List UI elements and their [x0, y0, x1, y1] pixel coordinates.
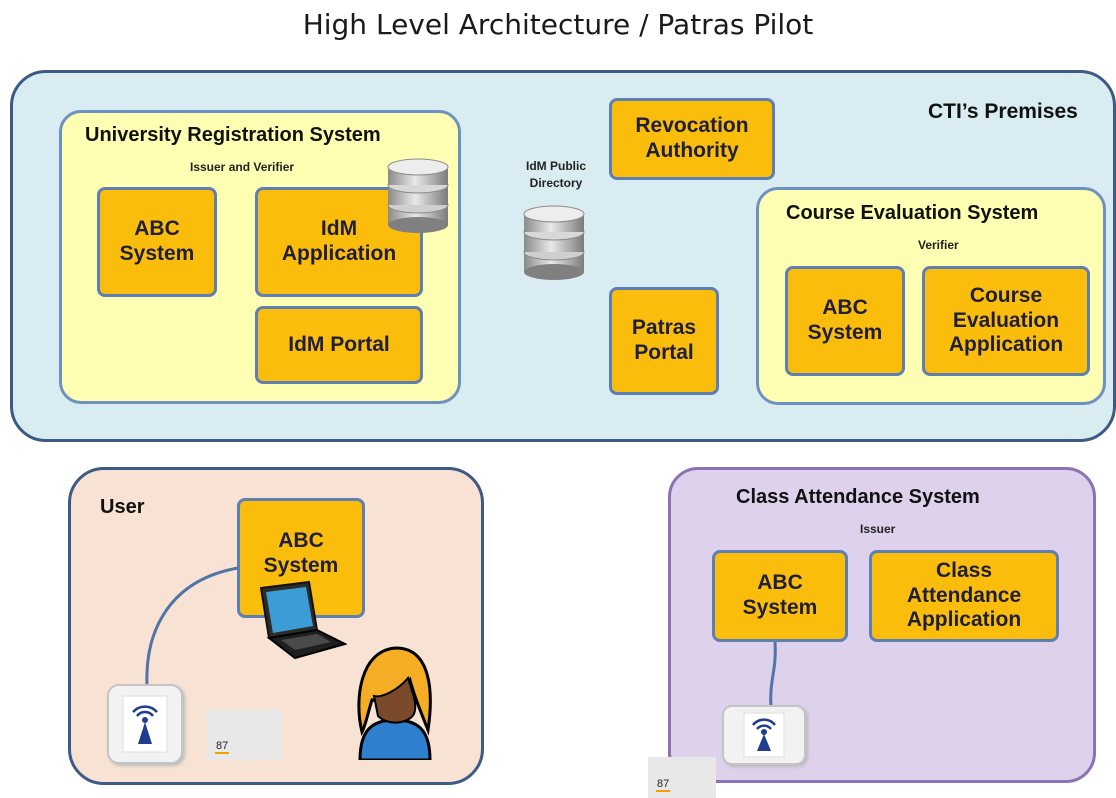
page-badge: 87 [648, 757, 716, 798]
course-abc-system: ABC System [785, 266, 905, 376]
idm-public-directory-label: IdM Public Directory [526, 159, 586, 191]
patras-portal: Patras Portal [609, 287, 719, 395]
user-abc-system: ABC System [237, 498, 365, 618]
idm-portal: IdM Portal [255, 306, 423, 384]
revocation-authority: Revocation Authority [609, 98, 775, 180]
class-attendance-title: Class Attendance System [736, 486, 980, 508]
class-attendance-application: Class Attendance Application [869, 550, 1059, 642]
class-attendance-subtitle: Issuer [860, 522, 896, 536]
university-registration-title: University Registration System [85, 124, 381, 146]
idm-application: IdM Application [255, 187, 423, 297]
course-evaluation-title: Course Evaluation System [786, 202, 1039, 224]
antenna-icon [122, 695, 168, 753]
page-number: 87 [215, 740, 230, 754]
connector-line [145, 566, 239, 686]
laptop-icon [259, 580, 347, 660]
smartcard-icon [107, 684, 183, 764]
university-registration-subtitle: Issuer and Verifier [190, 160, 295, 174]
connector-line [769, 641, 777, 709]
course-evaluation-subtitle: Verifier [918, 238, 959, 252]
person-icon [357, 646, 432, 760]
smartcard-icon [722, 705, 806, 765]
university-abc-system: ABC System [97, 187, 217, 297]
course-evaluation-application: Course Evaluation Application [922, 266, 1090, 376]
page-badge: 87 [207, 710, 282, 760]
page-number: 87 [656, 778, 671, 792]
diagram-title: High Level Architecture / Patras Pilot [302, 8, 814, 41]
cti-premises-label: CTI’s Premises [928, 100, 1078, 123]
antenna-icon [743, 712, 785, 758]
database-icon [387, 158, 449, 233]
user-label: User [100, 496, 145, 518]
class-abc-system: ABC System [712, 550, 848, 642]
database-icon [523, 205, 585, 280]
